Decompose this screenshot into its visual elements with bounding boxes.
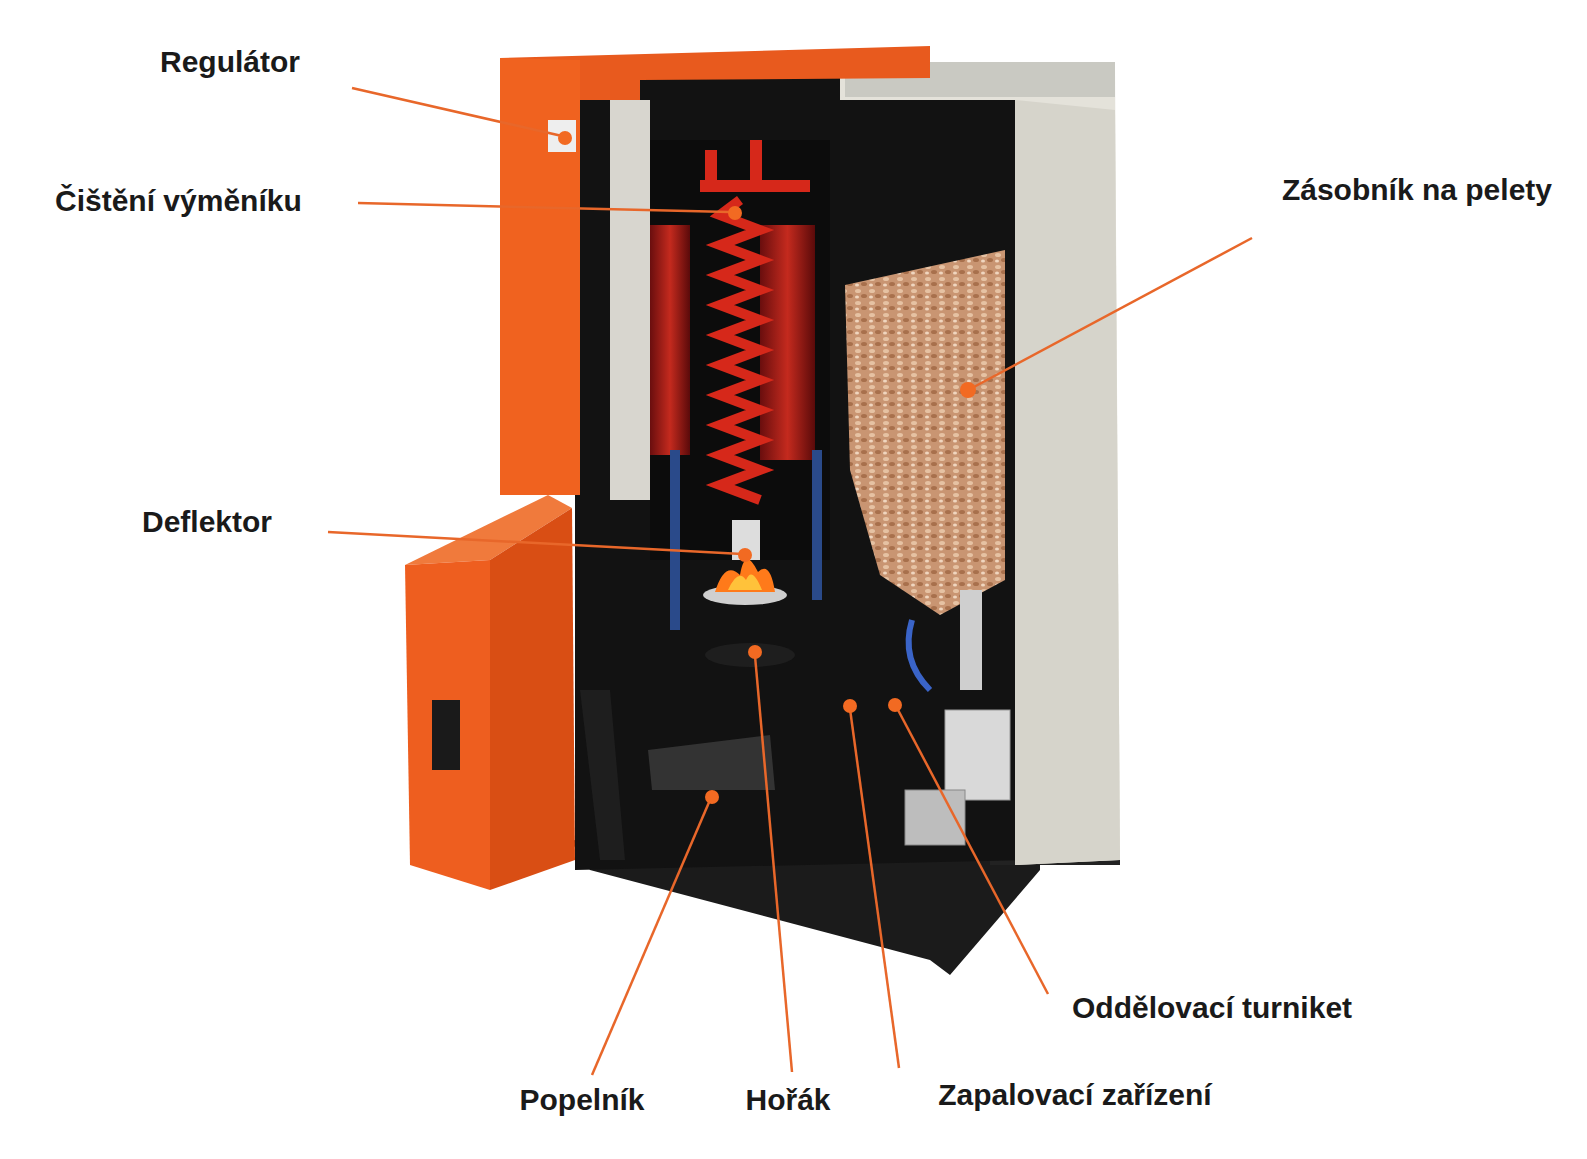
part-label: Popelník	[519, 1082, 644, 1118]
part-label: Oddělovací turniket	[1072, 990, 1352, 1026]
part-label: Hořák	[745, 1082, 830, 1118]
part-label: Čištění výměníku	[55, 183, 302, 219]
part-label: Zásobník na pelety	[1282, 172, 1552, 208]
part-label: Deflektor	[142, 504, 272, 540]
part-label: Regulátor	[160, 44, 300, 80]
part-label: Zapalovací zařízení	[938, 1077, 1211, 1113]
